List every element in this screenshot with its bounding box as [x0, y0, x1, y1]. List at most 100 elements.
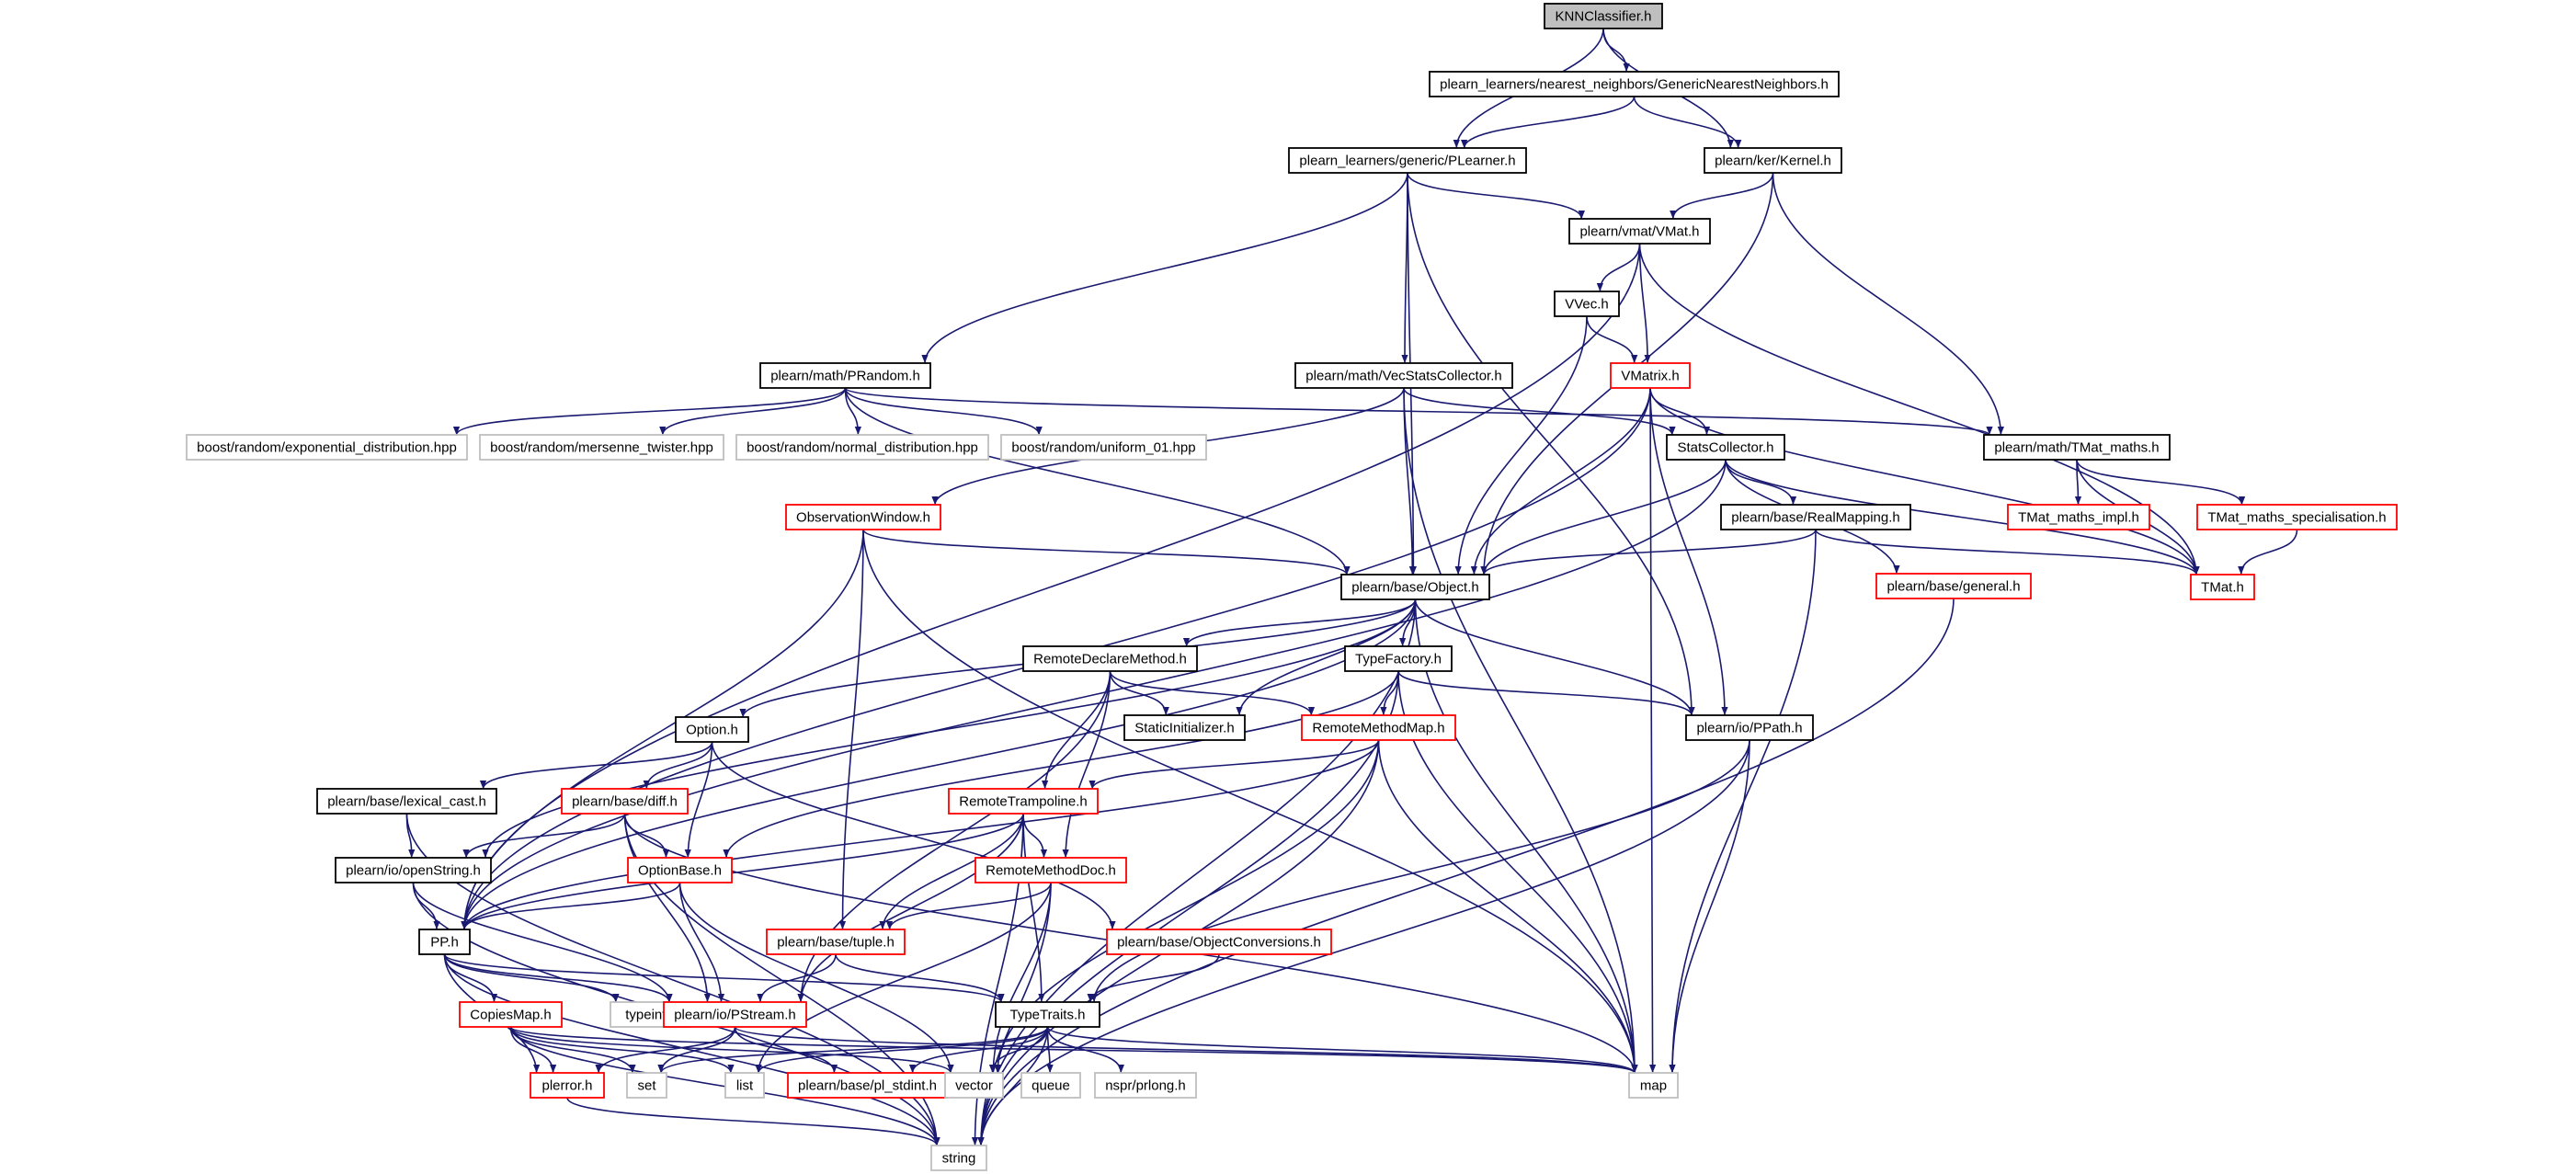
node-tmatmaths: plearn/math/TMat_maths.h — [1983, 434, 2171, 461]
node-openstr: plearn/io/openString.h — [335, 857, 492, 883]
node-vmat: plearn/vmat/VMat.h — [1568, 218, 1711, 245]
node-box — [1022, 645, 1198, 672]
node-label: RemoteMethodDoc.h — [986, 863, 1116, 879]
node-label: boost/random/uniform_01.hpp — [1011, 440, 1195, 456]
node-realmap: plearn/base/RealMapping.h — [1720, 504, 1911, 530]
node-label: plearn/base/Object.h — [1351, 580, 1478, 596]
edge-copiesmap-to-string — [509, 1026, 940, 1146]
node-label: TMat_maths_impl.h — [2018, 510, 2139, 526]
node-vector: vector — [944, 1072, 1004, 1099]
node-kernel: plearn/ker/Kernel.h — [1704, 147, 1842, 174]
node-label: KNNClassifier.h — [1555, 9, 1651, 25]
edge-statscoll-to-object — [1480, 459, 1727, 576]
node-bunif: boost/random/uniform_01.hpp — [1000, 434, 1207, 461]
node-box — [1685, 714, 1814, 741]
node-label: plearn/base/RealMapping.h — [1731, 510, 1899, 526]
edge-vmat-to-vvec — [1596, 243, 1641, 292]
node-box — [785, 504, 941, 530]
node-box — [1020, 1072, 1081, 1099]
edge-layer — [405, 28, 2298, 1146]
node-plearner: plearn_learners/generic/PLearner.h — [1288, 147, 1527, 174]
node-tmat: TMat.h — [2190, 574, 2255, 600]
node-box — [975, 857, 1127, 883]
edge-rtramp-to-typetraits — [1022, 813, 1045, 1003]
edge-optbase-to-pstream — [678, 882, 725, 1003]
node-label: OptionBase.h — [638, 863, 722, 879]
node-label: plearn/base/lexical_cast.h — [327, 794, 486, 810]
edge-prandom-to-bexp — [453, 387, 847, 436]
node-label: boost/random/normal_distribution.hpp — [747, 440, 978, 456]
edge-rtramp-to-pp — [461, 813, 1024, 930]
node-box — [1628, 1072, 1679, 1099]
node-box — [675, 716, 749, 743]
edge-gnn-to-kernel — [1633, 96, 1742, 149]
edge-rmdoc-to-tuple — [885, 882, 1052, 930]
node-label: plearn/io/PPath.h — [1696, 721, 1802, 736]
edge-rtramp-to-tuple — [879, 813, 1024, 930]
edge-vmatrix-to-tmat — [1649, 387, 2200, 576]
edge-typetraits-to-list — [755, 1026, 1049, 1074]
node-diff: plearn/base/diff.h — [561, 788, 689, 815]
edge-object-to-rdm — [1182, 598, 1417, 647]
edge-obswin-to-object — [862, 529, 1351, 576]
node-label: plearn/math/TMat_maths.h — [1994, 440, 2159, 456]
node-label: RemoteMethodMap.h — [1312, 721, 1444, 736]
node-box — [626, 1072, 667, 1099]
node-box — [1983, 434, 2171, 461]
edge-option-to-objconv — [711, 741, 1116, 930]
node-box — [1704, 147, 1842, 174]
edge-rmdoc-to-list — [755, 882, 1052, 1074]
node-rmdoc: RemoteMethodDoc.h — [975, 857, 1127, 883]
edge-kernel-to-tmatmaths — [1772, 172, 2004, 436]
edge-tmatmaths-to-tmatspec — [2076, 459, 2246, 506]
node-box — [1294, 362, 1513, 389]
edge-pp-to-typeinfo — [443, 953, 620, 1003]
edge-vmat-to-vmatrix — [1638, 243, 1651, 364]
edge-copiesmap-to-map — [509, 1026, 1638, 1074]
node-pstream: plearn/io/PStream.h — [663, 1001, 807, 1028]
node-label: queue — [1032, 1078, 1070, 1094]
node-plerror: plerror.h — [530, 1072, 605, 1099]
node-rdm: RemoteDeclareMethod.h — [1022, 645, 1198, 672]
node-gnn: plearn_learners/nearest_neighbors/Generi… — [1429, 71, 1840, 97]
edge-realmap-to-tmat — [1815, 529, 2200, 576]
node-label: ObservationWindow.h — [796, 510, 930, 526]
edge-vmat-to-tmat — [1638, 243, 2200, 576]
node-vecstats: plearn/math/VecStatsCollector.h — [1294, 362, 1513, 389]
node-tmatimpl: TMat_maths_impl.h — [2007, 504, 2150, 530]
edge-vmatrix-to-object — [1470, 387, 1651, 576]
node-box — [627, 857, 733, 883]
node-ppath: plearn/io/PPath.h — [1685, 714, 1814, 741]
node-box — [1554, 291, 1620, 317]
node-knn: KNNClassifier.h — [1544, 3, 1663, 29]
edge-typetraits-to-string — [977, 1026, 1049, 1146]
node-label: StaticInitializer.h — [1134, 721, 1234, 736]
node-layer: KNNClassifier.h plearn_learners/nearest_n… — [186, 3, 2398, 1171]
edge-typetraits-to-map — [1046, 1026, 1638, 1074]
node-label: plearn/io/PStream.h — [674, 1008, 796, 1023]
node-label: nspr/prlong.h — [1105, 1078, 1186, 1094]
node-prandom: plearn/math/PRandom.h — [759, 362, 931, 389]
edge-statscoll-to-pp — [461, 459, 1727, 930]
node-vvec: VVec.h — [1554, 291, 1620, 317]
node-box — [1875, 573, 2032, 599]
node-label: RemoteTrampoline.h — [959, 794, 1088, 810]
node-box — [1666, 434, 1785, 461]
edge-ppath-to-typetraits — [1090, 739, 1750, 1003]
edge-vecstats-to-map — [1403, 387, 1638, 1074]
node-label: CopiesMap.h — [470, 1008, 551, 1023]
node-staticinit: StaticInitializer.h — [1123, 714, 1246, 741]
edge-plearner-to-vecstats — [1401, 172, 1408, 364]
node-label: TypeFactory.h — [1355, 652, 1442, 667]
node-label: vector — [955, 1078, 993, 1094]
edge-rdm-to-staticinit — [1109, 670, 1169, 716]
node-box — [530, 1072, 605, 1099]
edge-openstr-to-pstream — [412, 882, 673, 1003]
edge-rmm-to-rtramp — [1089, 739, 1380, 790]
edge-copiesmap-to-plerror — [509, 1026, 557, 1074]
node-box — [948, 788, 1099, 815]
edge-pstream-to-plstdint — [734, 1026, 838, 1074]
node-box — [1544, 3, 1663, 29]
edge-typetraits-to-vector — [988, 1026, 1049, 1074]
